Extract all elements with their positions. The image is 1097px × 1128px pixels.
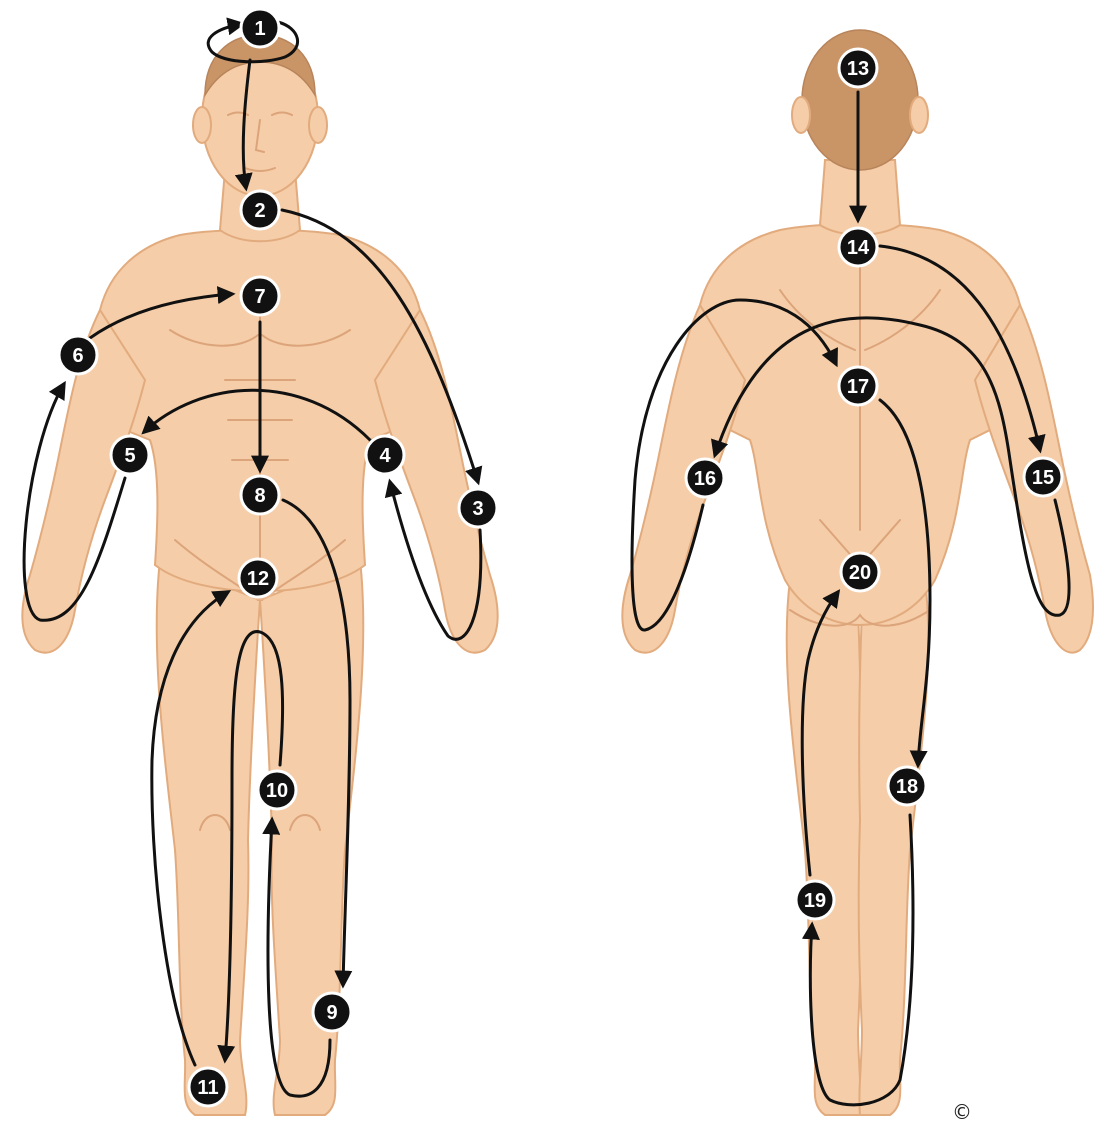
- step-marker-label: 17: [847, 376, 869, 398]
- step-marker-label: 19: [804, 890, 826, 912]
- step-marker-6: 6: [59, 336, 97, 374]
- step-marker-13: 13: [839, 49, 877, 87]
- step-marker-label: 18: [896, 776, 918, 798]
- step-marker-11: 11: [189, 1068, 227, 1106]
- step-marker-17: 17: [839, 367, 877, 405]
- step-marker-label: 7: [254, 286, 265, 308]
- step-marker-label: 15: [1032, 467, 1054, 489]
- step-marker-1: 1: [241, 9, 279, 47]
- step-marker-label: 8: [254, 485, 265, 507]
- step-marker-label: 2: [254, 200, 265, 222]
- step-marker-14: 14: [839, 228, 877, 266]
- step-marker-4: 4: [366, 436, 404, 474]
- step-marker-18: 18: [888, 767, 926, 805]
- step-marker-label: 11: [197, 1077, 218, 1099]
- step-marker-7: 7: [241, 277, 279, 315]
- step-marker-10: 10: [258, 771, 296, 809]
- step-marker-label: 6: [72, 345, 83, 367]
- step-marker-9: 9: [313, 993, 351, 1031]
- step-marker-label: 13: [847, 58, 869, 80]
- step-marker-label: 4: [379, 445, 391, 467]
- step-marker-label: 20: [849, 562, 871, 584]
- step-marker-label: 12: [247, 568, 269, 590]
- step-marker-label: 16: [694, 468, 716, 490]
- step-marker-label: 3: [472, 498, 483, 520]
- step-marker-2: 2: [241, 191, 279, 229]
- step-marker-label: 14: [847, 237, 870, 259]
- copyright-symbol: ©: [952, 1100, 972, 1124]
- step-marker-20: 20: [841, 553, 879, 591]
- step-marker-label: 1: [254, 18, 265, 40]
- step-marker-16: 16: [686, 459, 724, 497]
- step-marker-12: 12: [239, 559, 277, 597]
- step-marker-19: 19: [796, 881, 834, 919]
- step-marker-label: 9: [326, 1002, 337, 1024]
- step-marker-label: 5: [124, 445, 135, 467]
- step-marker-5: 5: [111, 436, 149, 474]
- step-marker-15: 15: [1024, 458, 1062, 496]
- step-marker-label: 10: [266, 780, 288, 802]
- step-marker-3: 3: [459, 489, 497, 527]
- step-marker-8: 8: [241, 476, 279, 514]
